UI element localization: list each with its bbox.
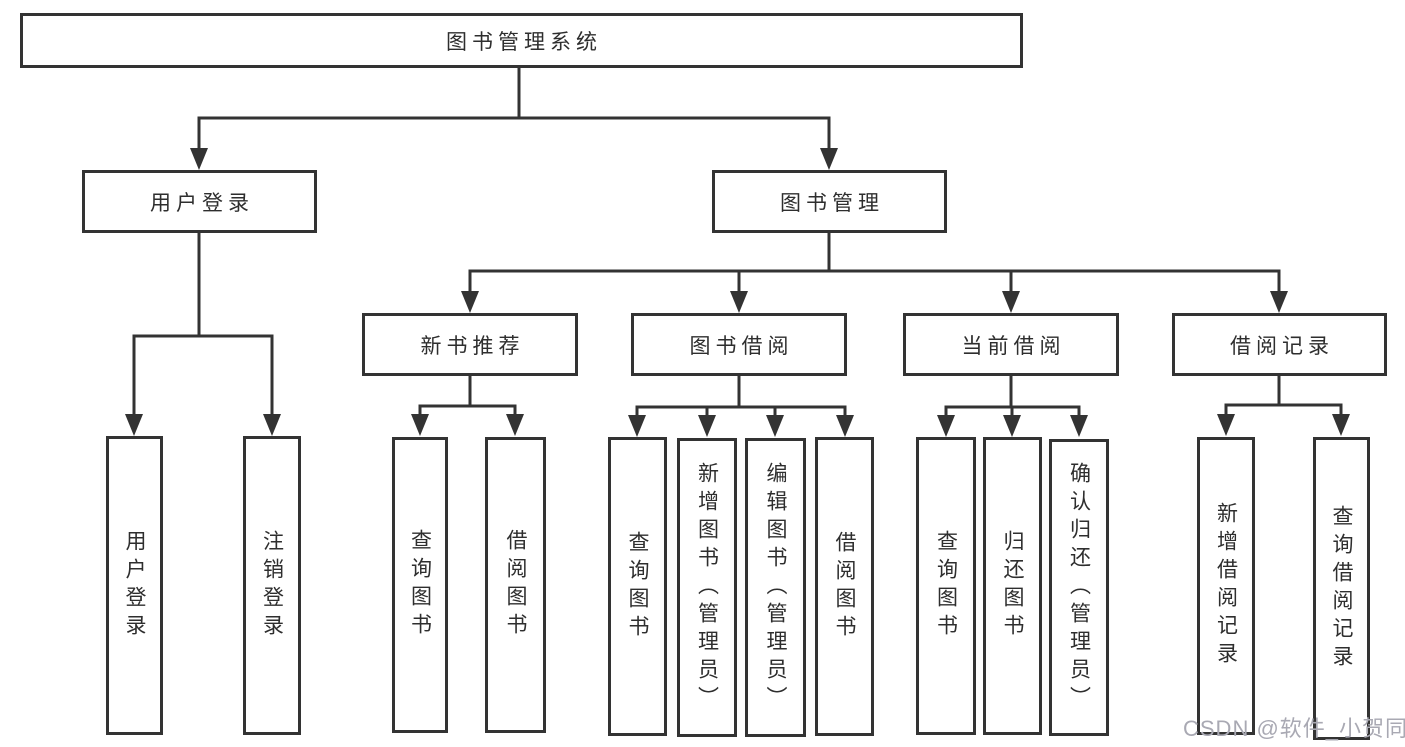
- node-leaf-add-borrow-record: 新增借阅记录: [1197, 437, 1255, 735]
- node-leaf-edit-books-admin: 编辑图书（管理员）: [745, 438, 806, 737]
- node-book-borrowing: 图书借阅: [631, 313, 847, 376]
- node-leaf-borrow-books-2: 借阅图书: [815, 437, 874, 736]
- node-leaf-query-books-3: 查询图书: [916, 437, 976, 735]
- node-borrowing-records: 借阅记录: [1172, 313, 1387, 376]
- node-leaf-query-borrow-record: 查询借阅记录: [1313, 437, 1370, 740]
- node-leaf-return-books: 归还图书: [983, 437, 1042, 735]
- node-leaf-query-books-1: 查询图书: [392, 437, 448, 733]
- node-user-login: 用户登录: [82, 170, 317, 233]
- node-leaf-add-books-admin: 新增图书（管理员）: [677, 438, 737, 737]
- node-leaf-query-books-2: 查询图书: [608, 437, 667, 736]
- node-book-management: 图书管理: [712, 170, 947, 233]
- node-current-borrowing: 当前借阅: [903, 313, 1119, 376]
- node-leaf-user-login: 用户登录: [106, 436, 163, 735]
- csdn-watermark: CSDN @软件_小贺同学: [1183, 716, 1405, 741]
- node-leaf-confirm-return-admin: 确认归还（管理员）: [1049, 439, 1109, 736]
- arrowhead-group: [125, 148, 1350, 437]
- node-leaf-logout: 注销登录: [243, 436, 301, 735]
- node-leaf-borrow-books-1: 借阅图书: [485, 437, 546, 733]
- node-library-management-system: 图书管理系统: [20, 13, 1023, 68]
- node-new-book-recommendation: 新书推荐: [362, 313, 578, 376]
